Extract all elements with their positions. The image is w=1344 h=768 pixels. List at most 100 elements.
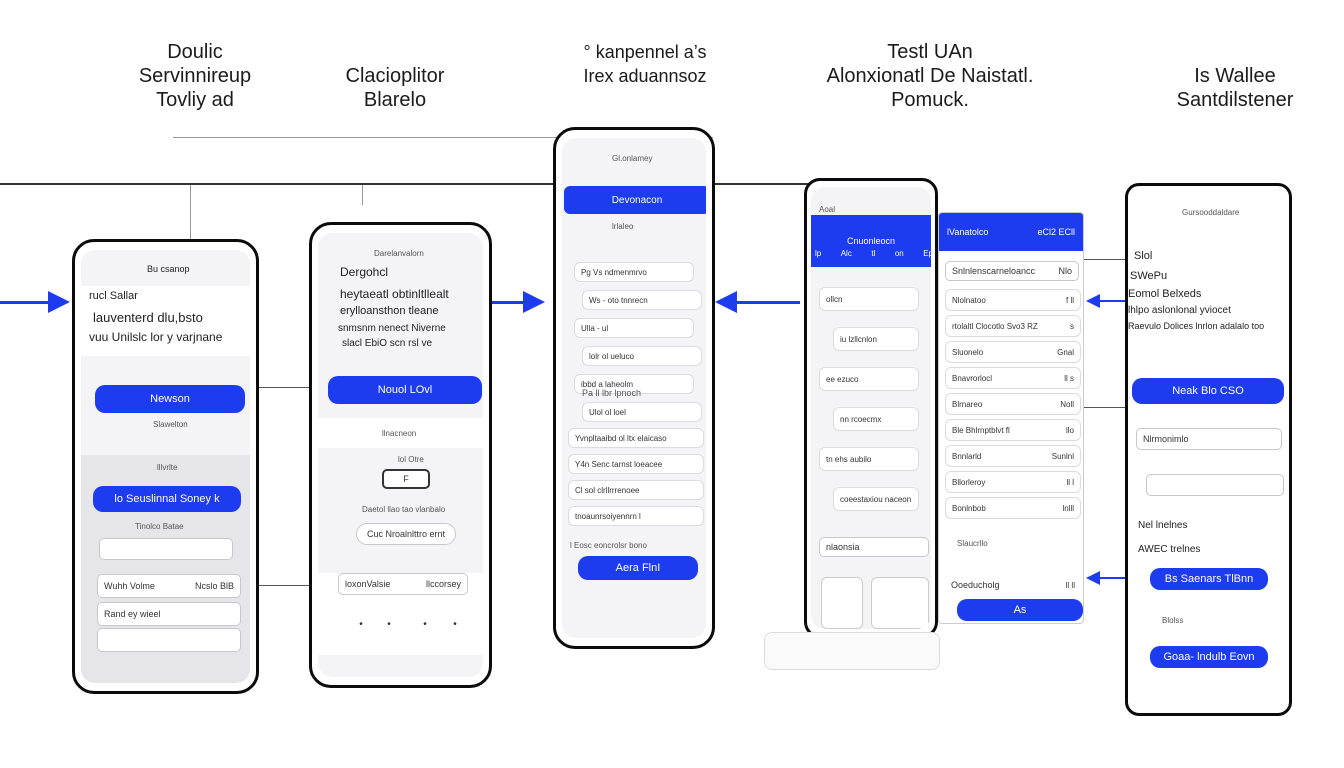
phone-screen-1: Bu csanop rucl Sallar lauventerd dlu,bst…: [72, 239, 259, 694]
phone-5-row-value: Gnal: [1057, 347, 1074, 357]
connector-line-top: [0, 183, 812, 185]
phone-5-bottom-row[interactable]: Ooeducholg ll ll: [945, 575, 1081, 595]
phone-3-list-item-2[interactable]: Yvnpltaaibd ol ltx elaicaso: [568, 428, 704, 448]
phone-1-row[interactable]: Wuhh Volme Ncslo BlB: [97, 574, 241, 598]
tab-icon[interactable]: Alc: [840, 249, 852, 258]
phone-4-list-item[interactable]: tn ehs aubilo: [819, 447, 919, 471]
phone-2-chip[interactable]: F: [382, 469, 430, 489]
phone-2-bottom-left: loxonValsie: [345, 579, 391, 589]
phone-4-bottom-card-left[interactable]: [821, 577, 863, 629]
tab-icon[interactable]: on: [894, 249, 904, 258]
phone-1-row-label: Wuhh Volme: [104, 581, 155, 591]
phone-5-row-label: Sluonelo: [952, 347, 984, 357]
phone-5-row-value: ll l: [1066, 477, 1074, 487]
arrow-6-5-bottom: [1100, 577, 1138, 579]
phone-6-third-button[interactable]: Goaa- lndulb Eovn: [1150, 646, 1268, 668]
dot-icon[interactable]: •: [387, 618, 391, 630]
phone-6-field-1[interactable]: Nlrmonimlo: [1136, 428, 1282, 450]
arrow-2-3: [483, 301, 525, 304]
phone-3-list-item[interactable]: Ulol ol loel: [582, 402, 702, 422]
phone-6-primary-button[interactable]: Neak Blo CSO: [1132, 378, 1284, 404]
dot-icon[interactable]: •: [453, 618, 457, 630]
phone-1-field-1[interactable]: [99, 538, 233, 560]
phone-3-list-item-2[interactable]: Cl sol clrllrrrenoee: [568, 480, 704, 500]
phone-3-list-item[interactable]: Ws - oto tnnrecn: [582, 290, 702, 310]
phone-5-row-value: ll s: [1064, 373, 1074, 383]
phone-2-line-5: slacl EbiO scn rsl ve: [342, 338, 433, 349]
phone-2-primary-button[interactable]: Nouol LOvl: [328, 376, 482, 404]
phone-3-list-item[interactable]: Ulla - ul: [574, 318, 694, 338]
phone-3-list-item[interactable]: ibbd a laheolm: [574, 374, 694, 394]
phone-1-field-2[interactable]: Rand ey wieel: [97, 602, 241, 626]
phone-1-row-value: Ncslo BlB: [194, 581, 234, 591]
phone-2-pill[interactable]: Cuc Nroalnlttro ernt: [356, 523, 456, 545]
side-note-4: lhlpo aslonlonal yviocet: [1128, 305, 1231, 316]
phone-6-text: Blolss: [1162, 616, 1184, 625]
arrow-6-5-top-head: [1086, 294, 1100, 308]
phone-5-row-label: Nlolnatoo: [952, 295, 986, 305]
phone-3-primary-bar[interactable]: Devonacon: [564, 186, 706, 214]
phone-1-field-3[interactable]: [97, 628, 241, 652]
arrow-6-5-top: [1100, 300, 1128, 302]
phone-2-hint: Daetol llao tao vlanbalo: [362, 505, 446, 514]
connector-line-upper: [173, 137, 713, 138]
phone-3-list-item[interactable]: lolr ol ueluco: [582, 346, 702, 366]
phone-screen-6: Gursooddaldare Neak Blo CSO Nlrmonimlo N…: [1125, 183, 1292, 716]
phone-3-list-item-2[interactable]: Y4n Senc tarnst loeacee: [568, 454, 704, 474]
phone-1-primary-button[interactable]: Newson: [95, 385, 245, 413]
dot-icon[interactable]: •: [423, 618, 427, 630]
tab-icon[interactable]: tl: [871, 249, 876, 258]
phone-6-row-1[interactable]: Nel lnelnes: [1138, 520, 1188, 531]
phone-3-list-item-2[interactable]: tnoaunrsoiyennrn l: [568, 506, 704, 526]
phone-2-header: Darelanvalorn: [374, 249, 424, 258]
tab-icon[interactable]: Ep: [923, 249, 931, 258]
column-title-3: ° kanpennel a’s Irex aduannsoz: [583, 42, 707, 86]
phone-3-bottom-button[interactable]: Aera FlnI: [578, 556, 698, 580]
phone-1-second-button[interactable]: lo Seuslinnal Soney k: [93, 486, 241, 512]
phone-6-field-2[interactable]: [1146, 474, 1284, 496]
phone-2-bottom-tabs[interactable]: loxonValsie llccorsey: [338, 573, 468, 595]
phone-4-bottom-item[interactable]: nlaonsia: [819, 537, 929, 557]
phone-2-line-4: snmsnm nenect Niverne: [338, 323, 446, 334]
phone-4-list-item[interactable]: nn rcoecmx: [833, 407, 919, 431]
phone-5-bottom-label: Ooeducholg: [951, 580, 1000, 590]
dot-icon[interactable]: •: [359, 618, 363, 630]
phone-4-list-item[interactable]: ee ezuco: [819, 367, 919, 391]
connector-line-right1: [1083, 259, 1127, 260]
phone-1-line-3: vuu Unilslc lor y varjnane: [89, 330, 223, 344]
phone-4-list-item[interactable]: ollcn: [819, 287, 919, 311]
phone-6-header: Gursooddaldare: [1182, 208, 1240, 217]
arrow-4-3: [735, 301, 800, 304]
phone-6-second-button[interactable]: Bs Saenars TlBnn: [1150, 568, 1268, 590]
phone-5-mid-text: Slaucrllo: [957, 539, 988, 548]
phone-4-list-item[interactable]: iu lzllcnlon: [833, 327, 919, 351]
phone-5-bottom-button[interactable]: As: [957, 599, 1083, 621]
tab-icon[interactable]: lp: [815, 249, 822, 258]
phone-3-mid-label: Pa ll lbr lpnoch: [582, 388, 642, 398]
phone-3-list-item[interactable]: Pg Vs ndmenmrvo: [574, 262, 694, 282]
phone-4-list-item[interactable]: coeestaxiou naceon: [833, 487, 919, 511]
column-title-2: Clacioplitor Blarelo: [345, 65, 445, 111]
phone-5-header: lVanatolco eCl2 ECll: [939, 213, 1083, 251]
phone-4-bottom-card-right[interactable]: [871, 577, 929, 629]
phone-5-list-row[interactable]: Sluonelo Gnal: [945, 341, 1081, 363]
phone-2-line-1: Dergohcl: [340, 265, 389, 279]
column-title-1: Doulic Servinnireup Tovliy ad: [138, 41, 252, 111]
phone-4-header-left: Cnuonleocn: [846, 236, 896, 246]
phone-5-search[interactable]: Snlnlenscarneloancc Nlo: [945, 261, 1079, 281]
phone-4-items: ollcn iu lzllcnlon ee ezuco nn rcoecmx tn eh…: [819, 287, 931, 557]
phone-5-header-left: lVanatolco: [947, 227, 989, 237]
phone-3-label-1: lrlaleo: [612, 222, 634, 231]
phone-1-field-label: Tinolco Batae: [135, 522, 184, 531]
phone-3-screen: Gl.onlamey Devonacon lrlaleo Pg Vs ndmen…: [562, 138, 706, 638]
phone-1-section-label: lllvrlte: [157, 463, 178, 472]
phone-6-row-2[interactable]: AWEC trelnes: [1138, 544, 1201, 555]
